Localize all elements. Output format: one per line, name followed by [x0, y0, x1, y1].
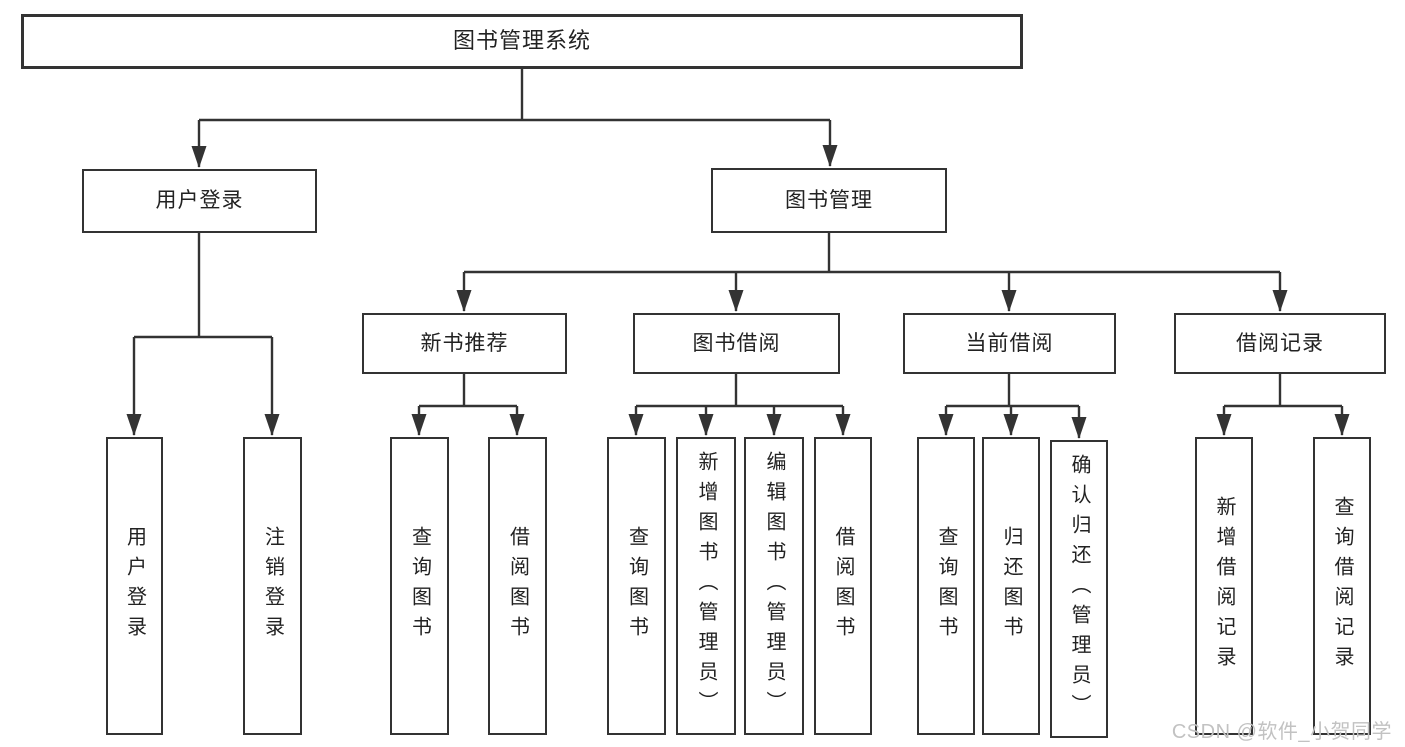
node-user-login: 用户登录 — [82, 169, 317, 233]
leaf-edit-book-admin: 编辑图书（管理员） — [744, 437, 804, 735]
node-current-borrowing: 当前借阅 — [903, 313, 1116, 374]
node-borrowing-records: 借阅记录 — [1174, 313, 1386, 374]
leaf-user-login: 用户登录 — [106, 437, 163, 735]
node-book-management: 图书管理 — [711, 168, 947, 233]
leaf-query-books-current: 查询图书 — [917, 437, 975, 735]
leaf-borrow-books: 借阅图书 — [814, 437, 872, 735]
node-book-borrowing: 图书借阅 — [633, 313, 840, 374]
leaf-borrow-books-recommend: 借阅图书 — [488, 437, 547, 735]
csdn-watermark: CSDN @软件_小贺同学 — [1171, 721, 1392, 743]
leaf-query-borrow-record: 查询借阅记录 — [1313, 437, 1371, 735]
leaf-confirm-return-admin: 确认归还（管理员） — [1050, 440, 1108, 738]
leaf-logout: 注销登录 — [243, 437, 302, 735]
leaf-add-book-admin: 新增图书（管理员） — [676, 437, 736, 735]
leaf-add-borrow-record: 新增借阅记录 — [1195, 437, 1253, 735]
node-new-book-recommend: 新书推荐 — [362, 313, 567, 374]
leaf-query-books-borrow: 查询图书 — [607, 437, 666, 735]
leaf-return-books: 归还图书 — [982, 437, 1040, 735]
node-root-system: 图书管理系统 — [21, 14, 1023, 69]
leaf-query-books-recommend: 查询图书 — [390, 437, 449, 735]
